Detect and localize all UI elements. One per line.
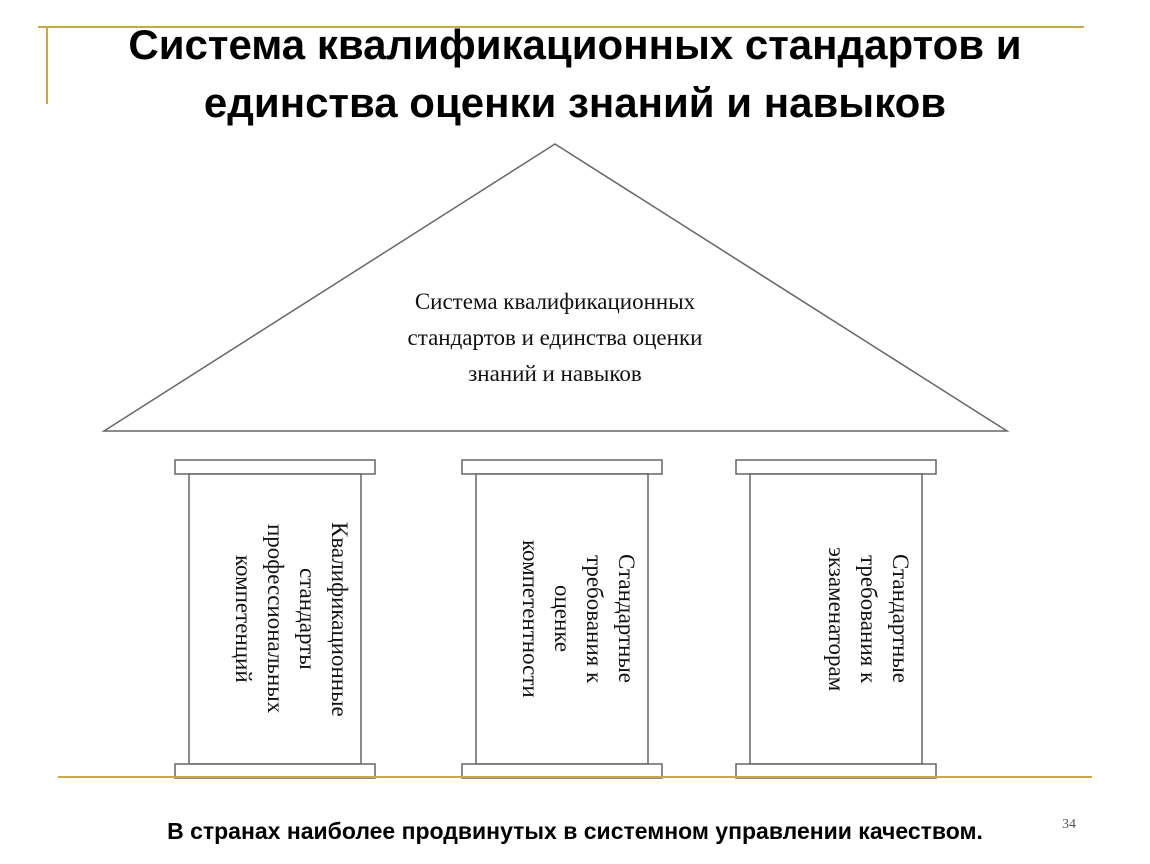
roof-triangle: [101, 143, 1010, 432]
pillar-1-base: [174, 763, 376, 779]
pillar-3-label-line-1: Стандартные: [888, 554, 913, 684]
roof-label-line-3: знаний и навыков: [468, 361, 642, 386]
pillar-3-label: Стандартные требования к экзаменаторам: [756, 480, 916, 758]
page-number: 34: [1062, 817, 1076, 832]
pillar-3-capital: [735, 459, 937, 475]
title-line-1: Система квалификационных стандартов и: [128, 21, 1022, 68]
pillar-3-label-line-2: требования к: [856, 554, 881, 684]
title-line-2: единства оценки знаний и навыков: [203, 79, 947, 126]
pillar-1-label-line-2: стандарты: [295, 568, 320, 670]
pillar-3-label-line-3: экзаменаторам: [824, 546, 849, 692]
pillar-1-shaft: [188, 473, 362, 765]
pillar-2-label: Стандартные требования к оценке компетен…: [482, 480, 642, 758]
pillar-2-label-line-1: Стандартные: [614, 554, 639, 684]
roof-label-line-1: Система квалификационных: [414, 289, 696, 314]
footer-caption: В странах наиболее продвинутых в системн…: [167, 818, 983, 844]
pillar-3-shaft: [749, 473, 923, 765]
roof-label: Система квалификационных стандартов и ед…: [300, 284, 810, 392]
pillar-1-label-line-4: компетенций: [231, 555, 256, 683]
page-title: Система квалификационных стандартов и ед…: [0, 16, 1150, 132]
pillar-1-label-line-3: профессиональных: [263, 524, 288, 714]
pillar-2-label-line-4: компетентности: [518, 540, 543, 698]
pillar-2-capital: [461, 459, 663, 475]
pillar-1-label: Квалификационные стандарты профессиональ…: [195, 480, 355, 758]
roof-label-line-2: стандартов и единства оценки: [407, 325, 703, 350]
decorative-side-rule: [46, 26, 48, 104]
pillar-1-capital: [174, 459, 376, 475]
pillar-1-label-line-1: Квалификационные: [327, 521, 352, 717]
pillar-2-label-line-3: оценке: [550, 585, 575, 653]
pillar-2-base: [461, 763, 663, 779]
pillar-3-base: [735, 763, 937, 779]
pillar-2-label-line-2: требования к: [582, 554, 607, 684]
decorative-top-rule: [38, 26, 1084, 28]
